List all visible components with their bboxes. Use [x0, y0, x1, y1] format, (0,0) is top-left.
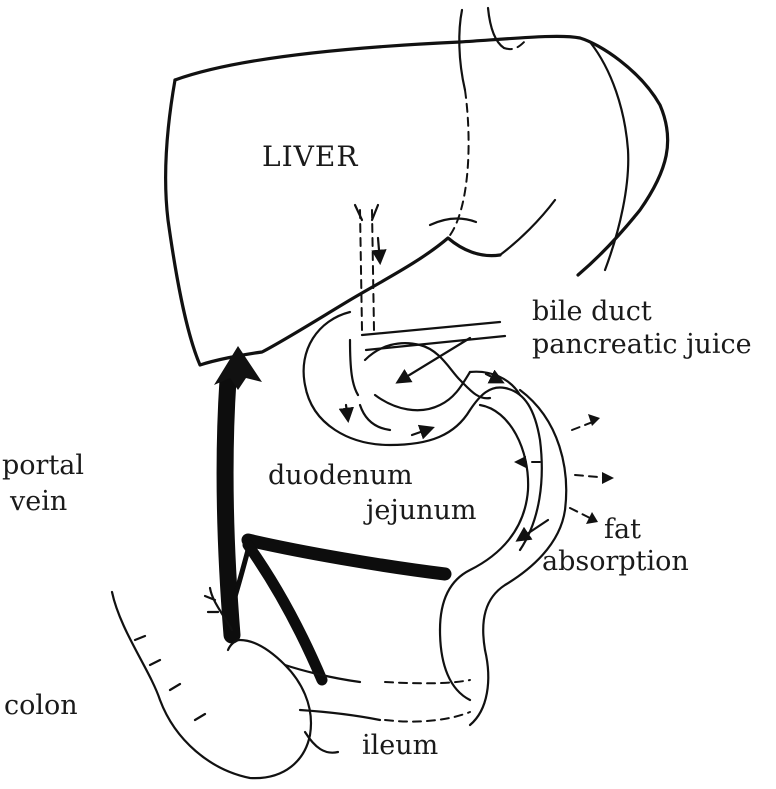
liver-label: LIVER [262, 140, 358, 173]
pancreatic-juice-label: pancreatic juice [532, 329, 752, 360]
ileum-label: ileum [362, 730, 438, 761]
portal-vein-label-line2: vein [9, 486, 67, 517]
duodenum-label: duodenum [268, 460, 413, 491]
bile-duct-label: bile duct [532, 296, 652, 327]
bile-duct [350, 205, 505, 395]
absorption-label: absorption [542, 546, 689, 577]
fat-label: fat [604, 514, 641, 545]
jejunum-label: jejunum [363, 495, 477, 526]
portal-vein-label-line1: portal [2, 450, 84, 481]
colon-label: colon [4, 690, 78, 721]
